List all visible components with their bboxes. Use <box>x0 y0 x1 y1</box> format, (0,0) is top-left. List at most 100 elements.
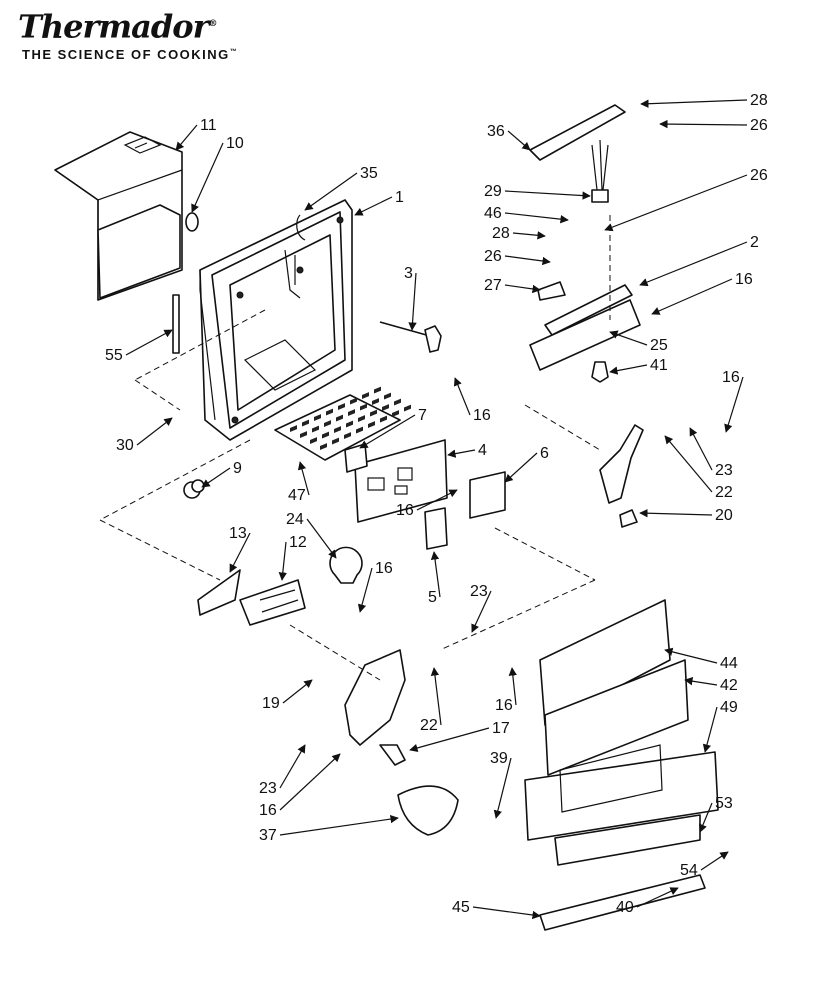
callout-number: 37 <box>259 827 277 844</box>
callout-16b: 16 <box>396 489 458 519</box>
callout-number: 23 <box>470 583 488 600</box>
leader-line <box>504 452 538 483</box>
callout-26c: 26 <box>484 248 551 266</box>
part-55-strip <box>172 294 180 354</box>
callout-number: 20 <box>715 507 733 524</box>
leader-line <box>229 532 251 573</box>
callout-20: 20 <box>639 507 733 524</box>
callout-28a: 28 <box>640 92 768 109</box>
leader-line <box>279 814 399 836</box>
callout-number: 9 <box>233 460 242 477</box>
callout-number: 29 <box>484 183 502 200</box>
callout-number: 3 <box>404 265 413 282</box>
leader-line <box>493 757 512 819</box>
callout-23b: 23 <box>470 583 492 633</box>
part-27-plate <box>537 281 566 301</box>
callout-53: 53 <box>699 795 733 833</box>
part-1-frame <box>199 199 353 441</box>
leader-line <box>651 278 733 315</box>
part-44-panel <box>539 599 671 726</box>
leader-line <box>447 449 476 458</box>
callout-11: 11 <box>175 117 217 151</box>
part-53-panel <box>554 814 701 866</box>
callout-number: 53 <box>715 795 733 812</box>
callout-number: 41 <box>650 357 668 374</box>
callout-number: 28 <box>492 225 510 242</box>
callout-54: 54 <box>680 851 729 879</box>
leader-line <box>471 590 492 633</box>
callout-number: 54 <box>680 862 698 879</box>
callout-number: 36 <box>487 123 505 140</box>
callout-16e: 16 <box>722 369 744 433</box>
callout-number: 22 <box>420 717 438 734</box>
leader-line <box>664 647 718 664</box>
leader-line <box>702 706 718 753</box>
part-6-board <box>469 471 506 519</box>
leader-line <box>639 509 713 518</box>
callout-number: 13 <box>229 525 247 542</box>
leader-line <box>354 196 393 216</box>
callout-27: 27 <box>484 277 541 294</box>
part-49-front-panel <box>524 744 719 841</box>
callout-37: 37 <box>259 814 399 844</box>
part-9-fitting <box>183 479 205 499</box>
callout-17: 17 <box>409 720 510 753</box>
leader-line <box>639 241 748 287</box>
callout-13: 13 <box>229 525 251 573</box>
leader-line <box>508 667 517 706</box>
callout-29: 29 <box>484 183 591 200</box>
callout-39: 39 <box>490 750 512 819</box>
leader-line <box>636 887 679 908</box>
callout-35: 35 <box>304 165 378 211</box>
callout-number: 55 <box>105 347 123 364</box>
callout-25: 25 <box>609 330 668 354</box>
leader-line <box>504 255 551 266</box>
leader-line <box>359 414 416 449</box>
part-10-clip <box>185 212 199 232</box>
callout-number: 4 <box>478 442 487 459</box>
part-17-arm <box>344 649 406 766</box>
callout-24: 24 <box>286 511 337 559</box>
leader-line <box>297 461 310 496</box>
leader-line <box>684 677 718 686</box>
callout-49: 49 <box>702 699 738 753</box>
part-5-board <box>424 507 448 550</box>
part-47-grille <box>274 386 411 461</box>
callout-number: 25 <box>650 337 668 354</box>
part-45-trim <box>539 874 706 931</box>
callout-16d: 16 <box>651 271 753 315</box>
callout-16f: 16 <box>495 667 517 714</box>
leader-line <box>504 212 569 224</box>
leader-line <box>430 551 441 598</box>
part-3-rod <box>379 321 442 353</box>
callout-number: 44 <box>720 655 738 672</box>
leader-line <box>416 489 458 511</box>
leader-line <box>640 99 748 108</box>
callout-number: 16 <box>375 560 393 577</box>
callout-2: 2 <box>639 234 759 287</box>
callout-number: 10 <box>226 135 244 152</box>
callout-number: 30 <box>116 437 134 454</box>
part-41-plug <box>591 361 609 383</box>
leader-line <box>472 906 541 920</box>
leader-line <box>136 417 173 446</box>
callout-46: 46 <box>484 205 569 224</box>
part-36-channel <box>529 104 626 161</box>
callout-number: 47 <box>288 487 306 504</box>
leader-line <box>304 172 358 211</box>
callout-42: 42 <box>684 677 738 694</box>
part-24-clamp <box>329 546 363 584</box>
callout-number: 35 <box>360 165 378 182</box>
leader-line <box>504 284 541 294</box>
brand-logo: Thermador® THE SCIENCE OF COOKING™ <box>18 6 238 62</box>
callout-number: 45 <box>452 899 470 916</box>
leader-line <box>609 364 648 375</box>
callout-number: 46 <box>484 205 502 222</box>
callout-number: 23 <box>715 462 733 479</box>
callout-7: 7 <box>359 407 427 449</box>
leader-line <box>604 174 748 232</box>
leader-line <box>125 329 173 356</box>
callout-9: 9 <box>201 460 242 488</box>
callout-number: 16 <box>259 802 277 819</box>
